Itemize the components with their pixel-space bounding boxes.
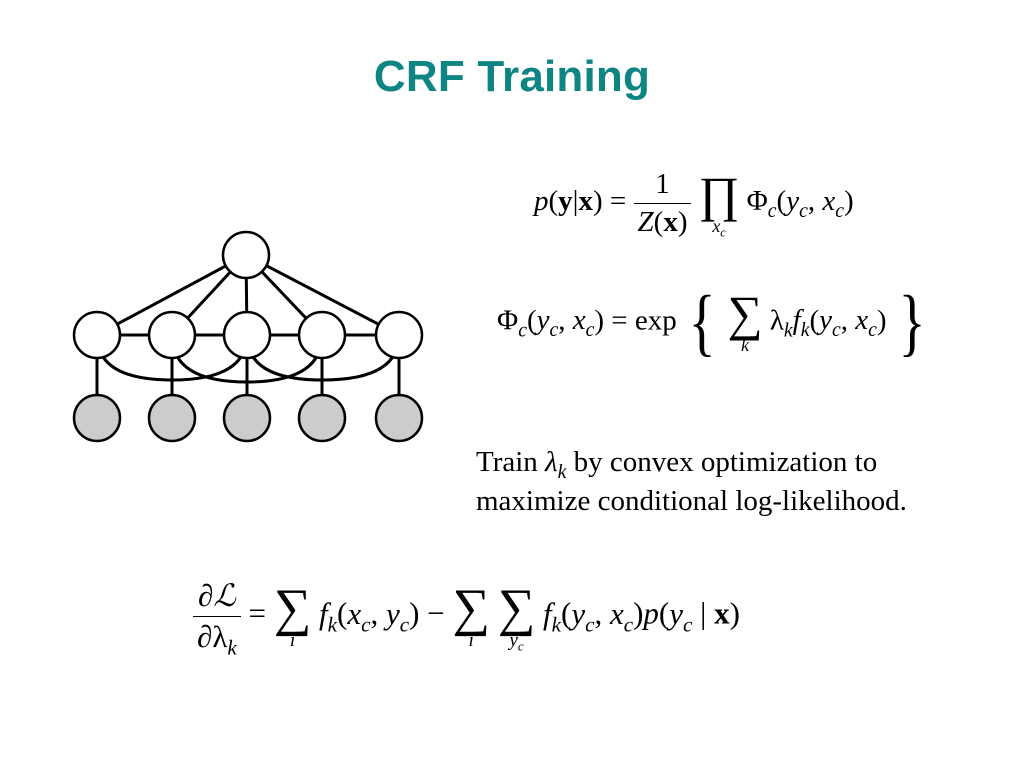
equation-conditional-probability: p(y|x) = 1 Z(x) ∏ xc Φc(yc, xc) (534, 167, 854, 240)
observed-node-2 (147, 393, 197, 443)
hidden-node-3 (222, 310, 272, 360)
sum-operator: ∑ k (727, 286, 763, 356)
hidden-node-2 (147, 310, 197, 360)
sum-operator-1: ∑ i (273, 578, 312, 651)
equation-potential-function: Φc(yc, xc) = exp { ∑ k λkfk(yc, xc) } (497, 281, 926, 364)
crf-graph-diagram (72, 230, 424, 443)
edge-top-h1 (96, 253, 247, 337)
left-brace: { (688, 281, 716, 364)
top-node (221, 230, 271, 280)
equation-gradient: ∂ℒ ∂λk = ∑ i fk(xc, yc) − ∑ i ∑ yc fk(yc… (193, 578, 740, 658)
observed-node-1 (72, 393, 122, 443)
sum-operator-3: ∑ yc (497, 578, 536, 654)
lambda-symbol: λk (545, 446, 567, 483)
observed-node-3 (222, 393, 272, 443)
edge-top-h5 (245, 253, 400, 337)
text-line1-pre: Train (476, 446, 538, 478)
training-description: Train λk by convex optimization to maxim… (476, 443, 1006, 521)
observed-node-4 (297, 393, 347, 443)
observed-node-5 (374, 393, 424, 443)
right-brace: } (898, 281, 926, 364)
fraction-normalizer: 1 Z(x) (633, 168, 692, 239)
slide-title: CRF Training (373, 52, 651, 101)
hidden-node-5 (374, 310, 424, 360)
fraction-gradient: ∂ℒ ∂λk (193, 578, 241, 658)
sum-operator-2: ∑ i (452, 578, 490, 651)
text-line1-post: by convex optimization to (573, 446, 878, 478)
hidden-node-4 (297, 310, 347, 360)
product-operator: ∏ xc (698, 167, 740, 240)
text-line2: maximize conditional log-likelihood. (476, 485, 907, 517)
hidden-node-1 (72, 310, 122, 360)
